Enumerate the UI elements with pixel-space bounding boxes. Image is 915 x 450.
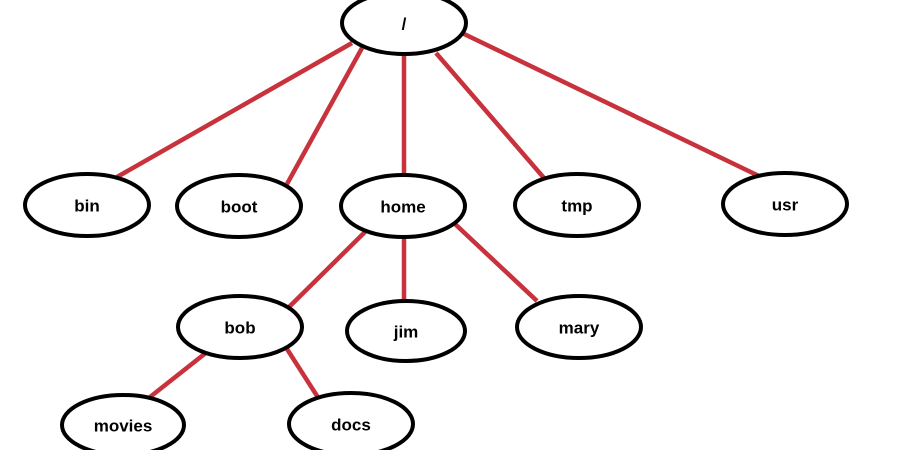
node-label-boot: boot [221,198,258,217]
node-ellipse-usr [721,171,849,237]
edge-root-boot [285,46,364,186]
node-ellipse-movies [60,393,186,450]
edge-root-bin [115,41,354,179]
node-docs: docs [287,391,415,450]
edge-root-tmp [434,51,546,180]
node-label-docs: docs [331,416,371,435]
node-label-tmp: tmp [561,197,592,216]
edge-home-mary [453,222,539,303]
nodes-layer: / bin boot home tmp usr bob jim mary movies docs [23,0,849,450]
node-label-root: / [402,15,407,34]
node-jim: jim [345,299,467,363]
node-label-jim: jim [393,323,419,342]
edge-bob-movies [148,350,209,399]
node-ellipse-home [339,173,467,239]
node-ellipse-tmp [513,172,641,238]
node-label-movies: movies [94,417,153,436]
node-ellipse-jim [345,299,467,363]
node-label-mary: mary [559,319,600,338]
node-bin: bin [23,172,151,238]
node-ellipse-bin [23,172,151,238]
node-ellipse-mary [515,294,643,360]
edge-root-usr [461,30,762,180]
node-movies: movies [60,393,186,450]
node-label-bin: bin [74,197,100,216]
edge-bob-docs [285,347,321,401]
edge-home-bob [283,227,370,313]
edges-layer [115,30,762,401]
node-ellipse-root [340,0,468,56]
node-boot: boot [175,173,303,239]
node-bob: bob [176,294,304,360]
node-label-bob: bob [224,319,255,338]
node-home: home [339,173,467,239]
node-ellipse-docs [287,391,415,450]
node-label-home: home [380,198,425,217]
node-root: / [340,0,468,56]
node-mary: mary [515,294,643,360]
node-usr: usr [721,171,849,237]
node-ellipse-bob [176,294,304,360]
node-ellipse-boot [175,173,303,239]
node-label-usr: usr [772,196,799,215]
node-tmp: tmp [513,172,641,238]
